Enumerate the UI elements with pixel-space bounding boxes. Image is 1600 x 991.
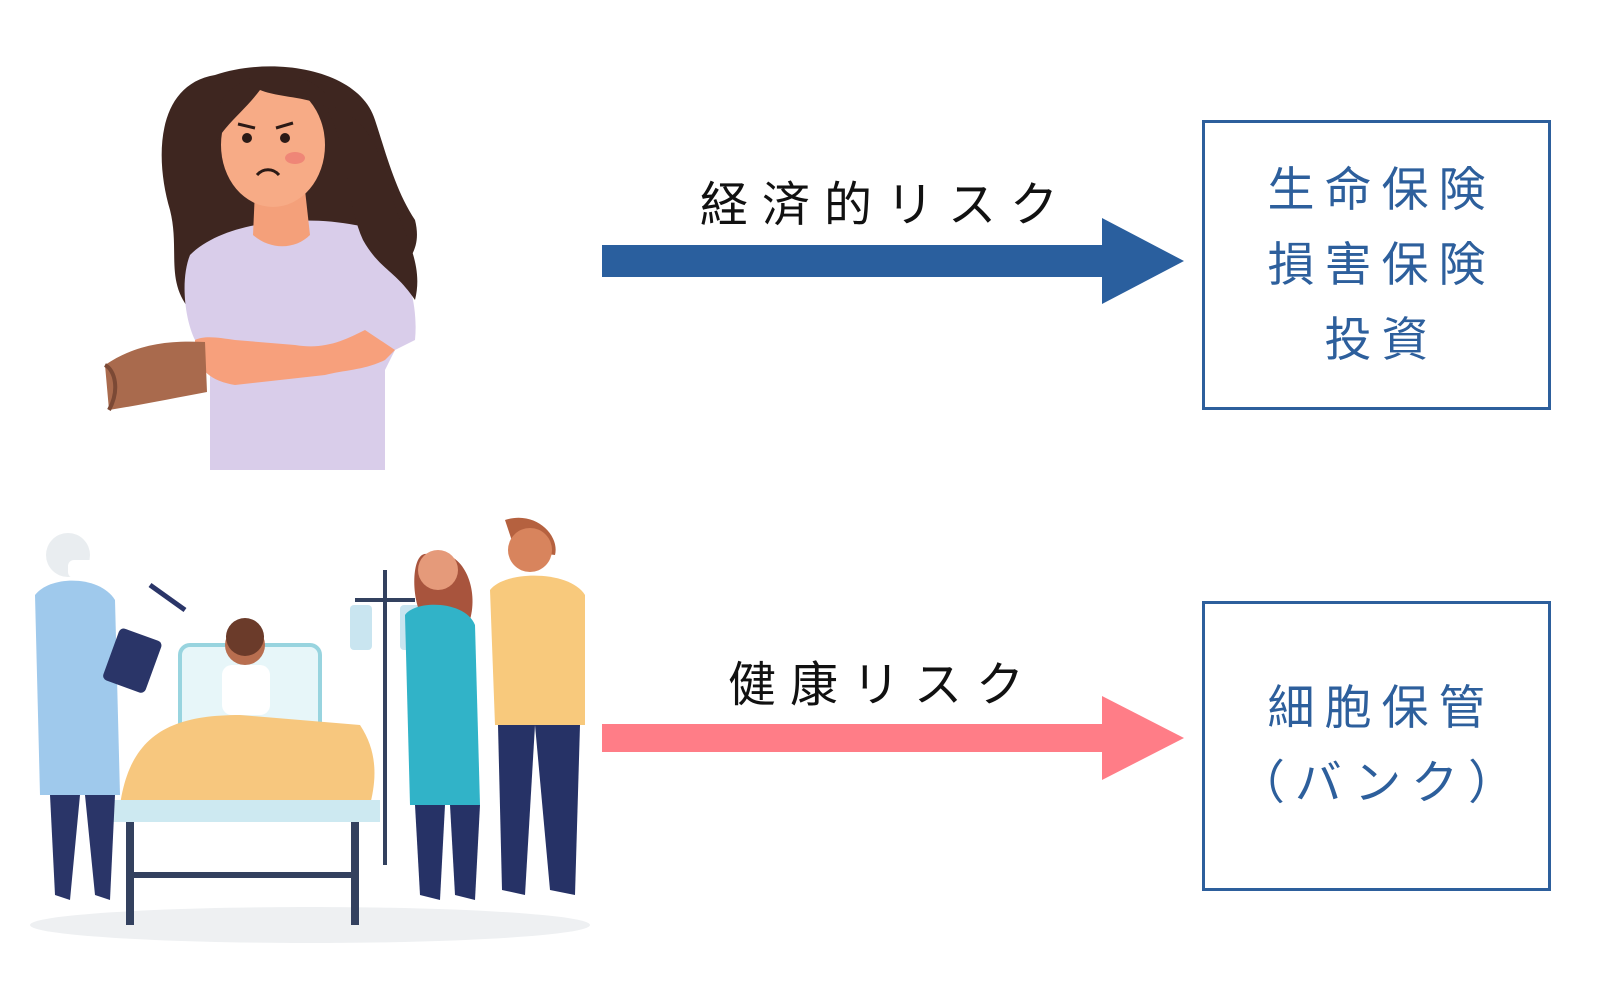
worried-woman-wallet-illustration: [103, 66, 418, 470]
solution-life-insurance: 生命保険: [1267, 162, 1496, 218]
solution-cell-storage: 細胞保管: [1267, 681, 1496, 736]
health-risk-arrow: [602, 696, 1184, 780]
hospital-family-illustration: [30, 517, 590, 943]
health-risk-label: 健康リスク: [728, 657, 1039, 713]
economic-solutions-box: 生命保険 損害保険 投資: [1202, 120, 1551, 410]
economic-risk-label: 経済的リスク: [700, 177, 1073, 233]
solution-investment: 投資: [1324, 312, 1439, 368]
economic-risk-arrow: [602, 218, 1184, 304]
solution-cell-bank: （バンク）: [1237, 756, 1526, 811]
health-solutions-box: 細胞保管 （バンク）: [1202, 601, 1551, 891]
solution-property-insurance: 損害保険: [1267, 237, 1496, 293]
